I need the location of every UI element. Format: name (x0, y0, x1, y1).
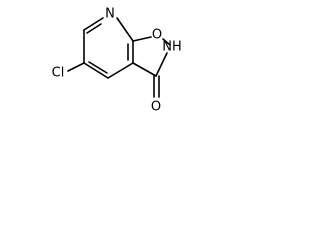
bond-c4-c3a (107, 62, 134, 79)
bond-c5-c4 (83, 62, 109, 79)
atom-label-n-ring: N (105, 7, 115, 22)
atom-label-cl: Cl (52, 66, 65, 81)
bond-c5-cl (67, 62, 85, 72)
bond-c5-c4-double (88, 61, 108, 74)
bond-c3-c3a (132, 62, 157, 77)
bond-n-c6 (83, 17, 104, 31)
atom-label-o-carbonyl: O (151, 100, 161, 115)
bonds (67, 17, 171, 98)
structure-diagram: N O NH Cl O (52, 7, 182, 115)
bond-o-nh (162, 38, 171, 46)
atom-labels: N O NH Cl O (52, 7, 182, 115)
bond-n-c7a (116, 17, 134, 42)
atom-label-o-ring: O (152, 28, 162, 43)
atom-label-nh: NH (162, 40, 182, 55)
bond-n-c6-double (86, 23, 102, 34)
bond-c7a-o (132, 36, 152, 42)
bond-nh-c3 (155, 52, 168, 77)
